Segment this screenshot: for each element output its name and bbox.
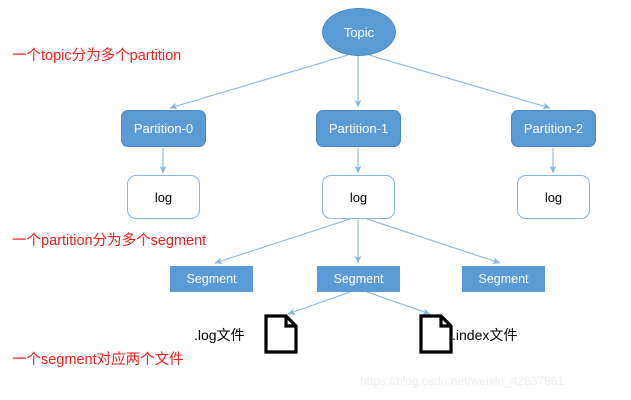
node-segment-2[interactable]: Segment xyxy=(317,266,400,292)
document-icon-log xyxy=(264,314,298,354)
node-partition-2-label: Partition-2 xyxy=(523,121,584,136)
node-log-0-label: log xyxy=(154,189,173,205)
node-log-partition-0[interactable]: log xyxy=(127,175,200,219)
annotation-segment-files: 一个segment对应两个文件 xyxy=(12,352,184,368)
node-segment-2-label: Segment xyxy=(333,272,384,286)
node-topic-label: Topic xyxy=(343,24,375,40)
document-icon-index xyxy=(419,314,453,354)
node-segment-3-label: Segment xyxy=(478,272,529,286)
node-partition-0-label: Partition-0 xyxy=(133,121,194,136)
annotation-partition-segment: 一个partition分为多个segment xyxy=(12,233,207,249)
node-log-1-label: log xyxy=(349,189,368,205)
node-partition-0[interactable]: Partition-0 xyxy=(121,110,206,147)
node-partition-2[interactable]: Partition-2 xyxy=(511,110,596,147)
file-label-index: .index文件 xyxy=(452,327,518,343)
annotation-topic-partition: 一个topic分为多个partition xyxy=(12,48,182,64)
node-log-partition-1[interactable]: log xyxy=(322,175,395,219)
node-segment-1[interactable]: Segment xyxy=(170,266,253,292)
file-label-log: .log文件 xyxy=(194,327,245,343)
watermark-url: https://blog.csdn.net/weixin_42837961 xyxy=(360,374,565,388)
node-segment-3[interactable]: Segment xyxy=(462,266,545,292)
node-topic[interactable]: Topic xyxy=(322,8,396,56)
node-segment-1-label: Segment xyxy=(186,272,237,286)
node-partition-1[interactable]: Partition-1 xyxy=(316,110,401,147)
node-log-2-label: log xyxy=(544,189,563,205)
node-partition-1-label: Partition-1 xyxy=(328,121,389,136)
node-log-partition-2[interactable]: log xyxy=(517,175,590,219)
